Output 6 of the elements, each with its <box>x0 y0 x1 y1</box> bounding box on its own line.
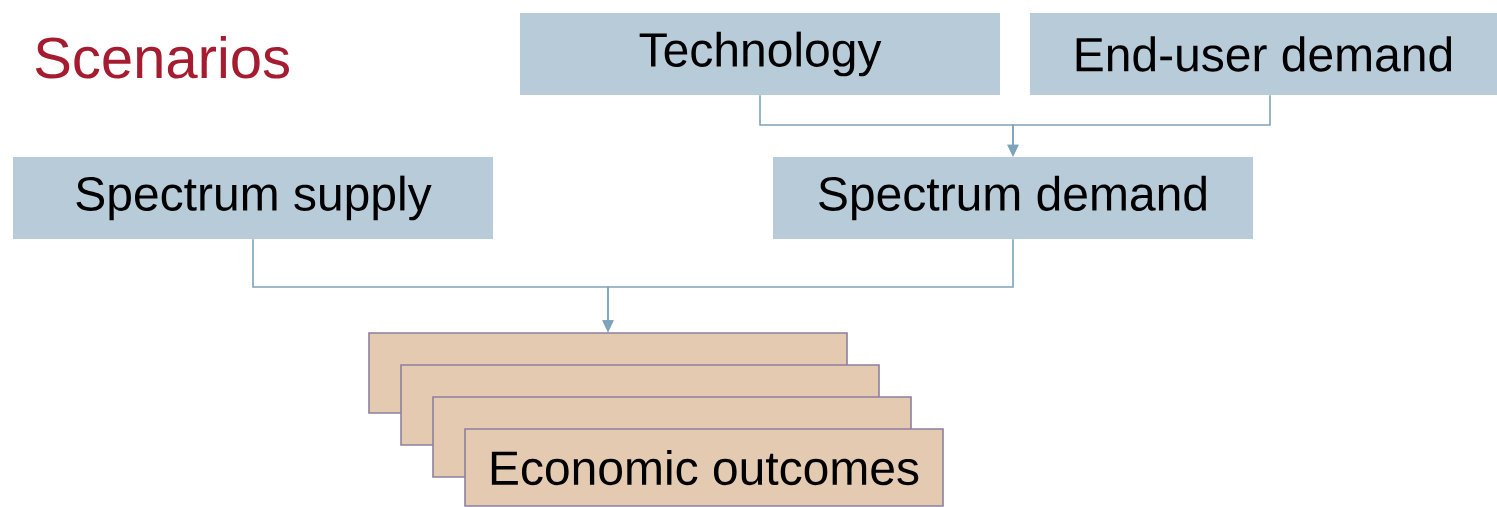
process-box: Technology <box>520 13 1000 95</box>
title: Scenarios <box>35 35 289 79</box>
process-box: Spectrum demand <box>773 157 1253 239</box>
process-box: Spectrum supply <box>13 157 493 239</box>
process-box: End-user demand <box>1030 13 1497 95</box>
stacked-box: Economic outcomes <box>464 428 944 507</box>
